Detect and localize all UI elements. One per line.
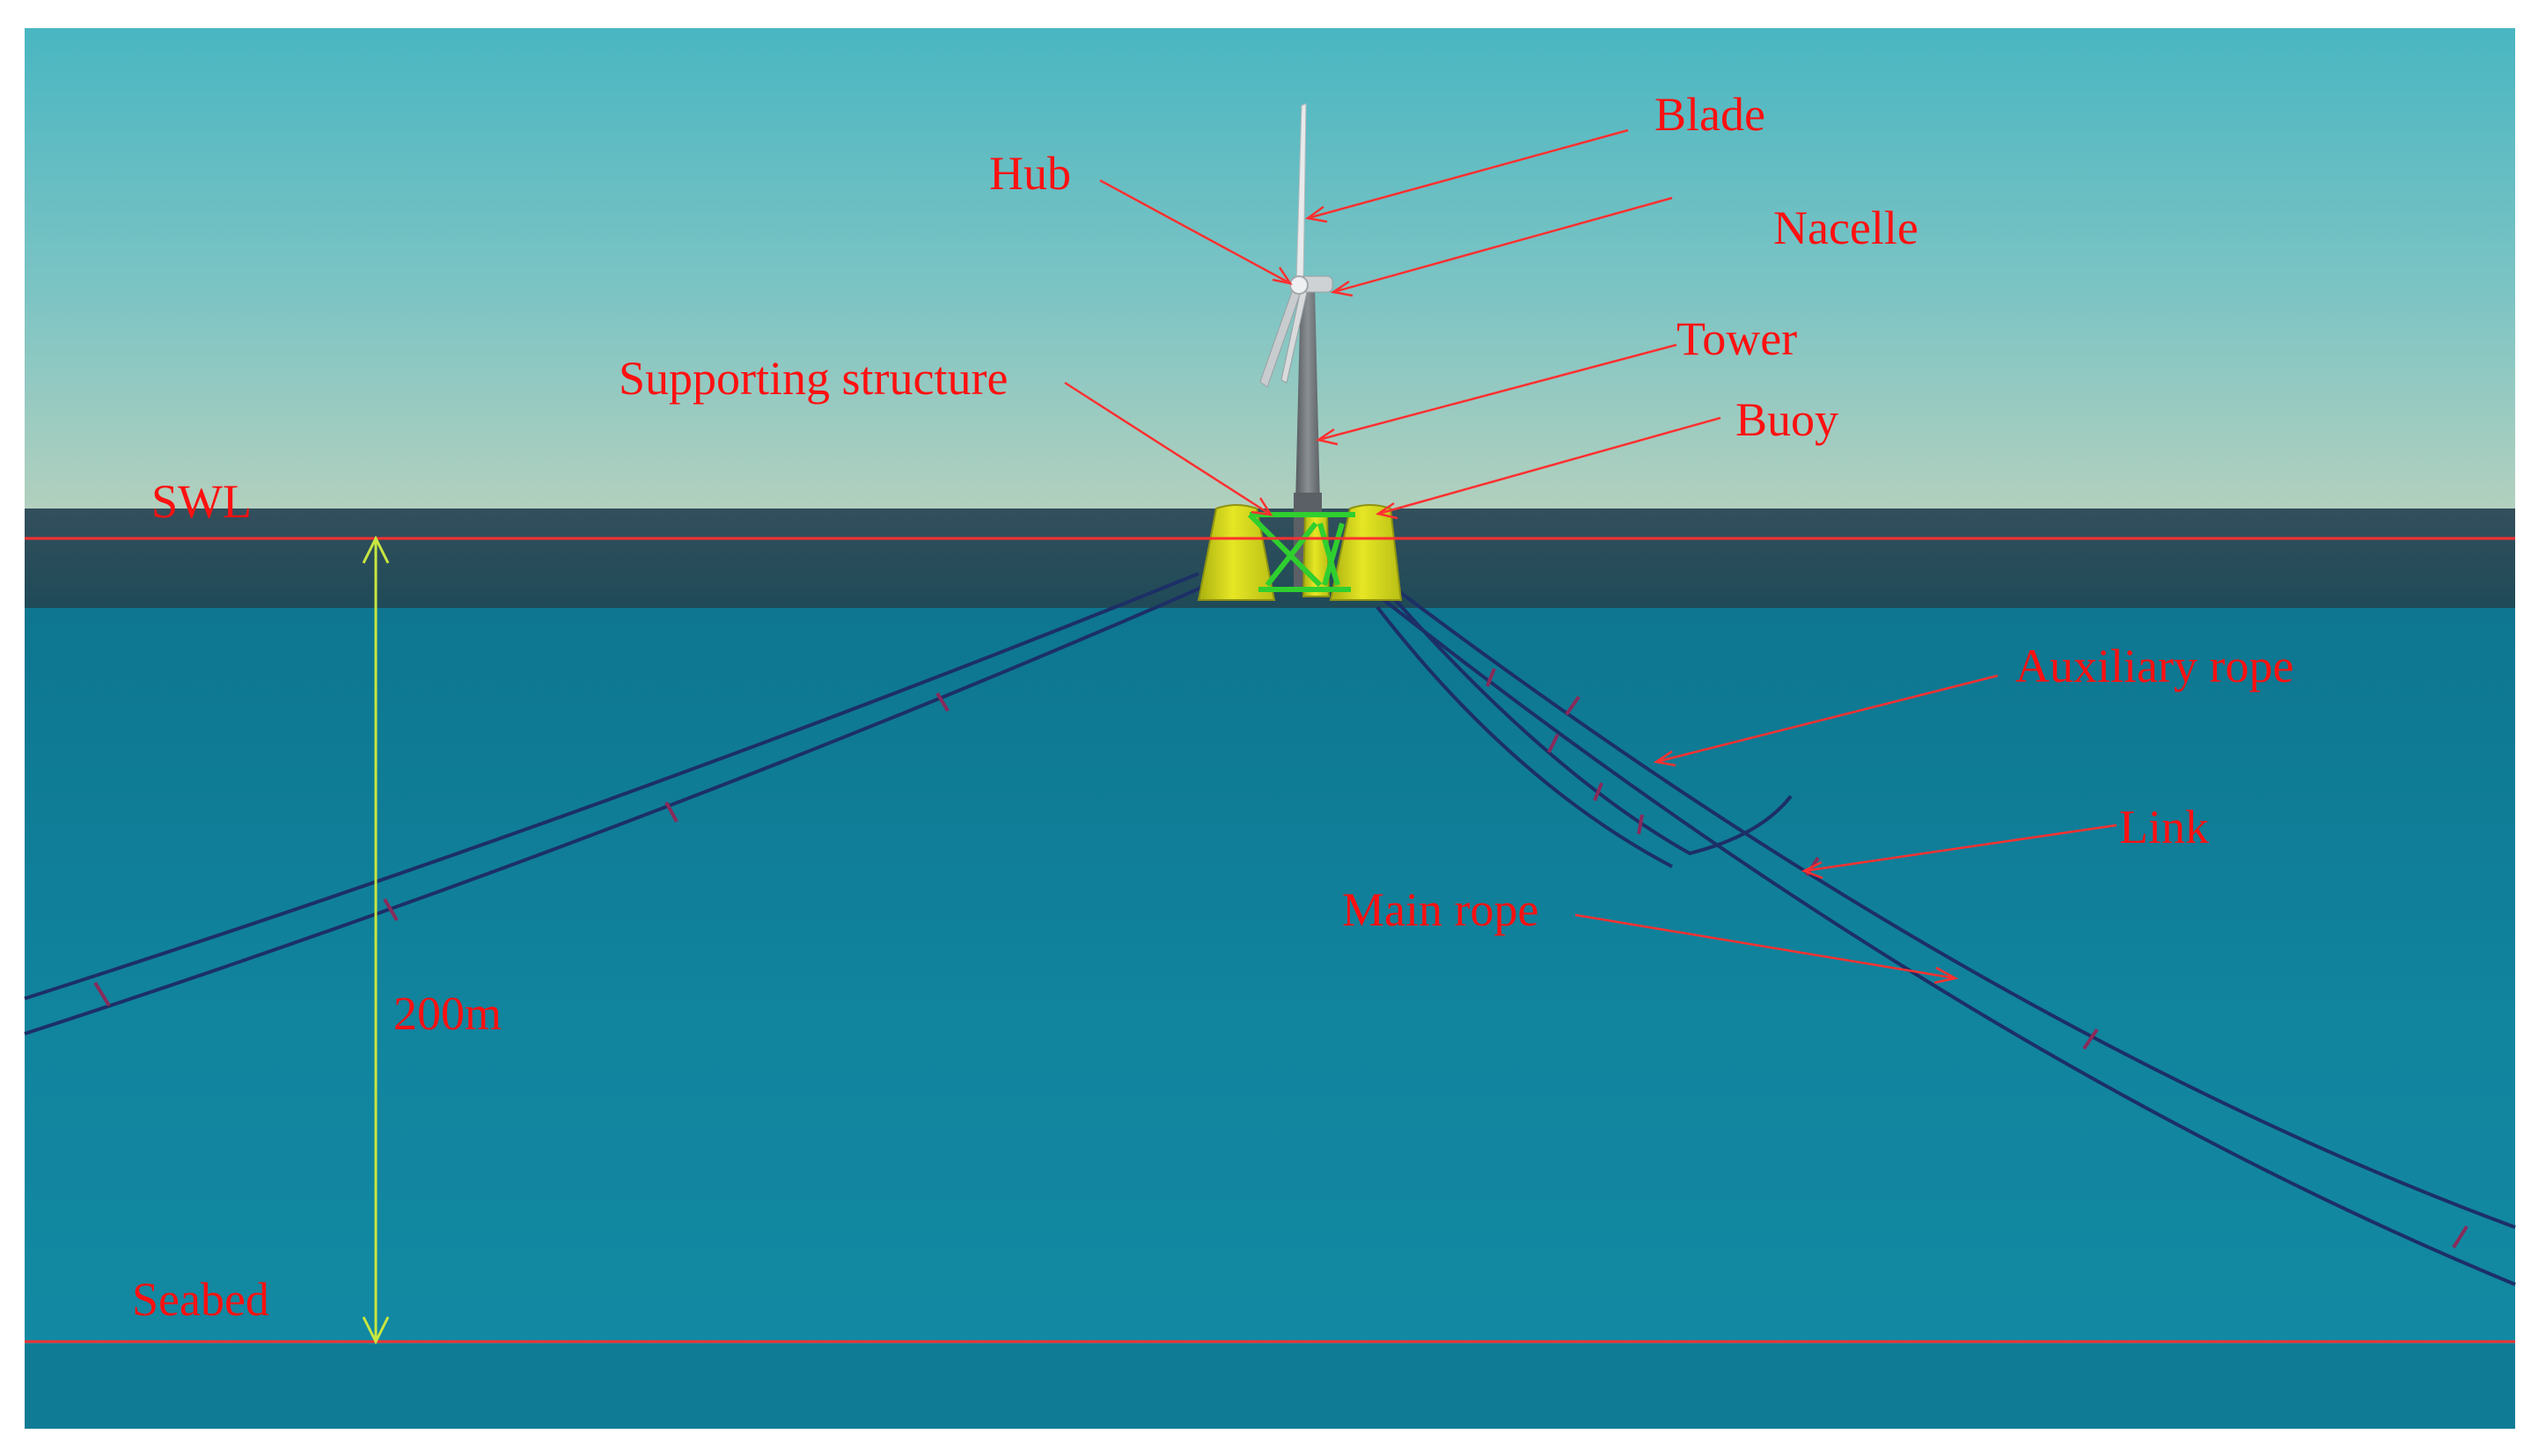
auxiliary-rope-leader <box>1655 674 1999 764</box>
right-mooring-rope-lower <box>1380 596 2516 1286</box>
floating-platform <box>1197 504 1403 601</box>
link-mark <box>1637 814 1644 835</box>
link-mark <box>2452 1225 2469 1249</box>
link-leader <box>1803 823 2117 873</box>
link-leader-head <box>1801 860 1823 880</box>
link-mark <box>2082 1028 2099 1050</box>
wind-turbine <box>1259 103 1333 589</box>
main-rope-leader-head <box>1933 966 1959 984</box>
sky <box>25 28 2515 509</box>
hub-leader-head <box>1272 267 1293 285</box>
auxiliary-rope-upper <box>1384 588 1793 856</box>
depth-arrow <box>362 535 390 1345</box>
supporting-structure-leader <box>1064 381 1272 516</box>
link-mark <box>1547 734 1559 753</box>
label-main-rope: Main rope <box>1342 883 1538 936</box>
buoy-right <box>1329 504 1403 601</box>
tower <box>1295 286 1320 506</box>
hub <box>1289 275 1309 295</box>
left-link-marks <box>93 691 950 1007</box>
link-mark <box>664 801 679 823</box>
right-mooring-rope-upper <box>1389 583 2516 1229</box>
left-mooring-rope-lower <box>24 583 1208 1035</box>
label-auxiliary-rope: Auxiliary rope <box>2015 640 2293 692</box>
tower-leader <box>1317 343 1677 442</box>
auxiliary-rope-lower <box>1376 605 1673 868</box>
link-mark <box>383 897 399 922</box>
label-supporting-structure: Supporting structure <box>619 352 1008 405</box>
nacelle-leader-head <box>1330 280 1354 297</box>
link-mark <box>1486 668 1496 687</box>
auxiliary-rope-leader-head <box>1653 750 1676 767</box>
left-mooring-lines <box>24 572 1208 1035</box>
label-blade: Blade <box>1654 88 1765 141</box>
label-link: Link <box>2119 801 2209 853</box>
label-tower: Tower <box>1676 312 1797 365</box>
label-nacelle: Nacelle <box>1773 201 1918 254</box>
left-mooring-rope-upper <box>24 572 1199 1000</box>
label-swl: SWL <box>151 475 252 528</box>
main-rope-leader <box>1574 913 1956 980</box>
hub-leader <box>1099 179 1291 285</box>
blade-leader <box>1307 128 1629 220</box>
supporting-structure-leader-head <box>1251 497 1273 516</box>
annotation-leaders <box>1064 128 2117 984</box>
label-hub: Hub <box>989 147 1071 200</box>
link-mark <box>1565 695 1581 716</box>
link-mark <box>93 981 111 1007</box>
water-body <box>25 608 2515 1429</box>
buoy-leader <box>1377 416 1721 516</box>
blade-leader-head <box>1304 205 1328 223</box>
tower-leader-head <box>1315 428 1339 446</box>
right-mooring-lines <box>1376 583 2516 1286</box>
label-depth: 200m <box>393 987 502 1040</box>
nacelle-leader <box>1332 196 1673 294</box>
link-mark <box>935 691 950 713</box>
buoy-leader-head <box>1375 501 1398 520</box>
label-buoy: Buoy <box>1735 393 1838 446</box>
seabed-zone <box>25 1344 2515 1429</box>
link-mark <box>1593 782 1603 801</box>
label-seabed: Seabed <box>132 1273 269 1326</box>
buoy-left <box>1197 504 1276 601</box>
